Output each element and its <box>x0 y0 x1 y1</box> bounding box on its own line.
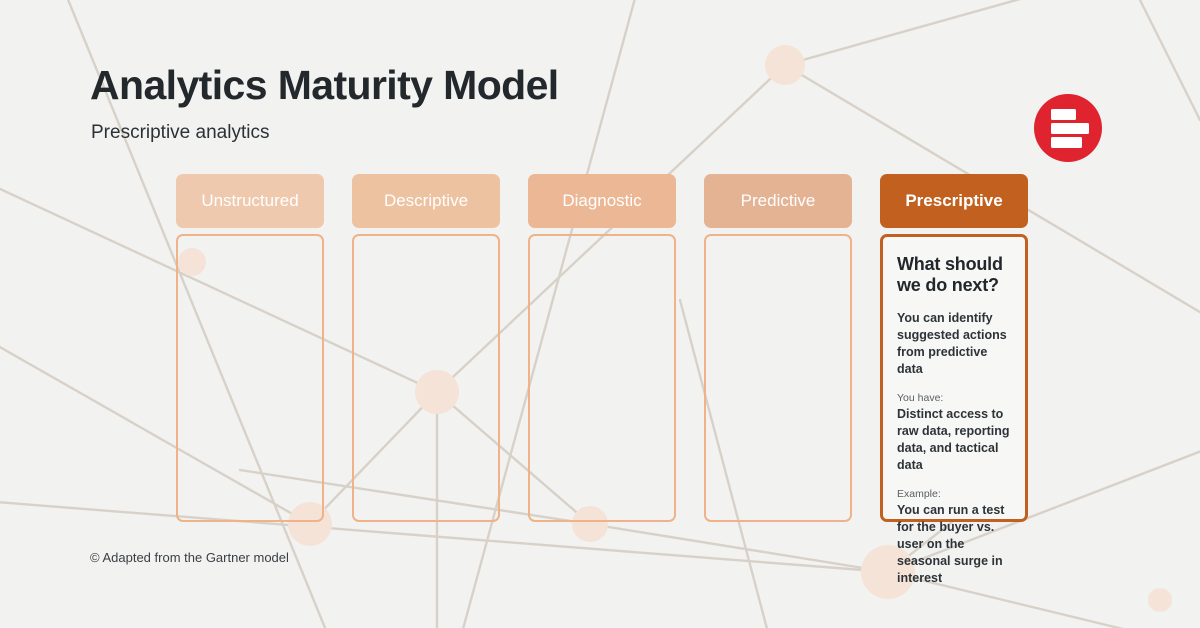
stage-label: Prescriptive <box>905 191 1003 210</box>
stage-column-prescriptive[interactable]: Prescriptive What should we do next? You… <box>880 174 1028 585</box>
stage-header-prescriptive[interactable]: Prescriptive <box>880 174 1028 228</box>
stage-column-unstructured[interactable]: Unstructured <box>176 174 324 522</box>
stage-body-descriptive <box>352 234 500 522</box>
card-lede: You can identify suggested actions from … <box>897 311 1007 377</box>
card-kicker-example: Example: <box>897 488 941 501</box>
card-heading: What should we do next? <box>897 254 1003 296</box>
page-subtitle: Prescriptive analytics <box>91 122 270 143</box>
stage-label: Predictive <box>740 191 816 210</box>
stage-column-predictive[interactable]: Predictive <box>704 174 852 522</box>
maturity-stage-row: Unstructured Descriptive Diagnostic Pred… <box>176 174 1028 585</box>
stage-body-prescriptive: What should we do next? You can identify… <box>880 234 1028 585</box>
stage-label: Diagnostic <box>562 191 642 210</box>
logo-bar-top <box>1051 109 1076 120</box>
logo-bar-bottom <box>1051 137 1082 148</box>
stage-body-diagnostic <box>528 234 676 522</box>
stage-label: Unstructured <box>201 191 299 210</box>
stage-body-predictive <box>704 234 852 522</box>
stage-header-descriptive[interactable]: Descriptive <box>352 174 500 228</box>
stage-body-unstructured <box>176 234 324 522</box>
logo-bar-middle <box>1051 123 1089 134</box>
bar-chart-logo-icon <box>1034 94 1102 162</box>
card-text-example: You can run a test for the buyer vs. use… <box>897 502 1005 585</box>
stage-column-diagnostic[interactable]: Diagnostic <box>528 174 676 522</box>
page-title: Analytics Maturity Model <box>90 62 559 108</box>
stage-header-unstructured[interactable]: Unstructured <box>176 174 324 228</box>
card-text-you-have: Distinct access to raw data, reporting d… <box>897 407 1010 473</box>
stage-column-descriptive[interactable]: Descriptive <box>352 174 500 522</box>
card-kicker-you-have: You have: <box>897 392 944 405</box>
stage-header-predictive[interactable]: Predictive <box>704 174 852 228</box>
footer-attribution: © Adapted from the Gartner model <box>90 550 289 565</box>
stage-header-diagnostic[interactable]: Diagnostic <box>528 174 676 228</box>
stage-label: Descriptive <box>383 191 469 210</box>
